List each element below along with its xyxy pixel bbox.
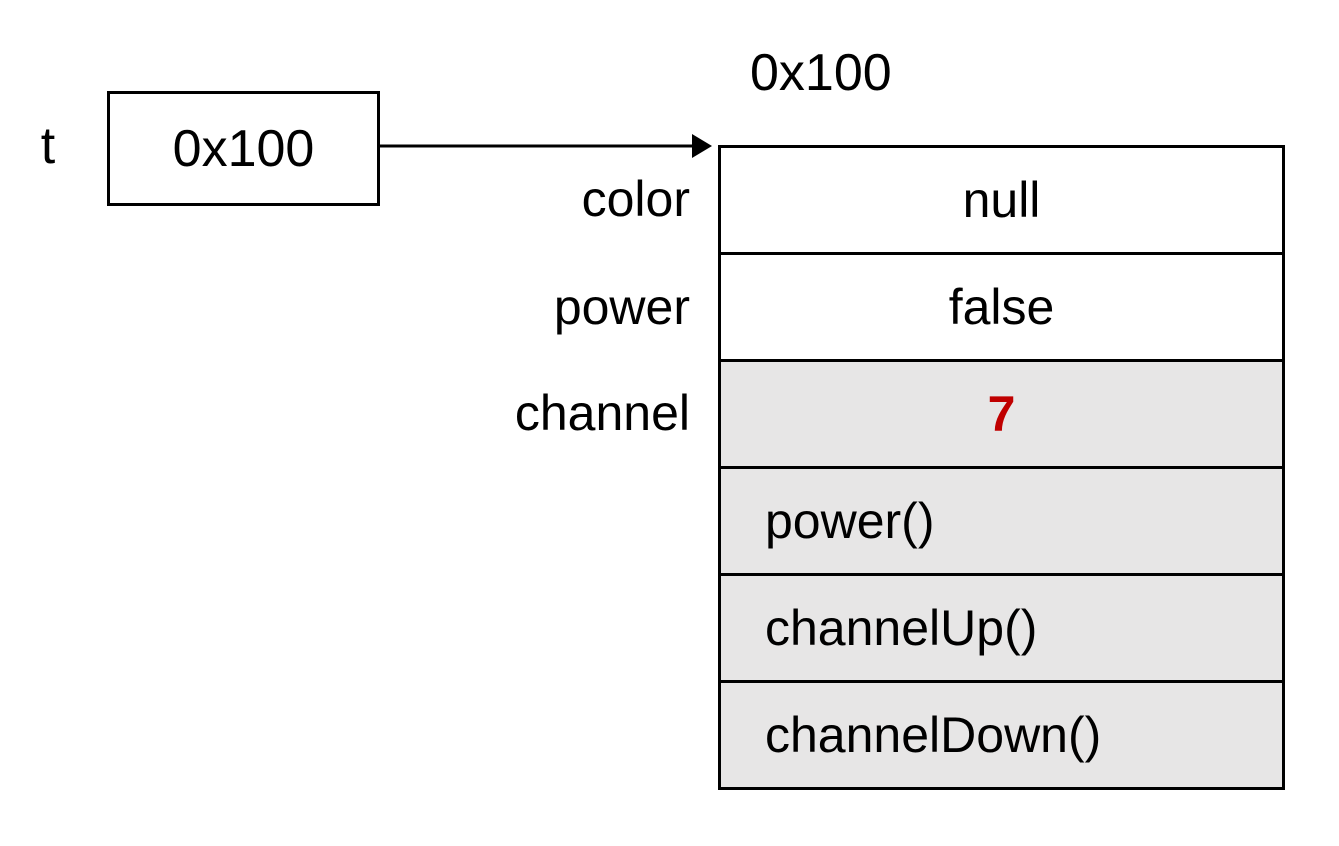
field-name-label-channel: channel <box>514 385 690 441</box>
pointer-arrow <box>380 134 712 158</box>
method-label-channelup: channelUp() <box>765 600 1038 656</box>
field-value-power: false <box>948 279 1055 335</box>
method-label-power: power() <box>765 493 935 549</box>
variable-name-label: t <box>40 117 56 175</box>
field-name-label-color: color <box>581 171 690 227</box>
method-row-power: power() <box>721 466 1282 573</box>
object-address-label: 0x100 <box>750 44 892 102</box>
method-row-channelup: channelUp() <box>721 573 1282 680</box>
method-label-channeldown: channelDown() <box>765 707 1102 763</box>
pointer-box: 0x100 <box>107 91 380 206</box>
field-value-row-channel: 7 <box>721 359 1282 466</box>
object-box: null false 7 power() channelUp() channel… <box>718 145 1285 790</box>
field-name-label-power: power <box>553 279 690 335</box>
arrow-head-icon <box>692 134 712 158</box>
field-value-row-color: null <box>721 148 1282 252</box>
pointer-value: 0x100 <box>172 119 315 178</box>
method-row-channeldown: channelDown() <box>721 680 1282 787</box>
field-value-channel: 7 <box>987 386 1016 442</box>
field-value-row-power: false <box>721 252 1282 359</box>
field-value-color: null <box>962 172 1041 228</box>
